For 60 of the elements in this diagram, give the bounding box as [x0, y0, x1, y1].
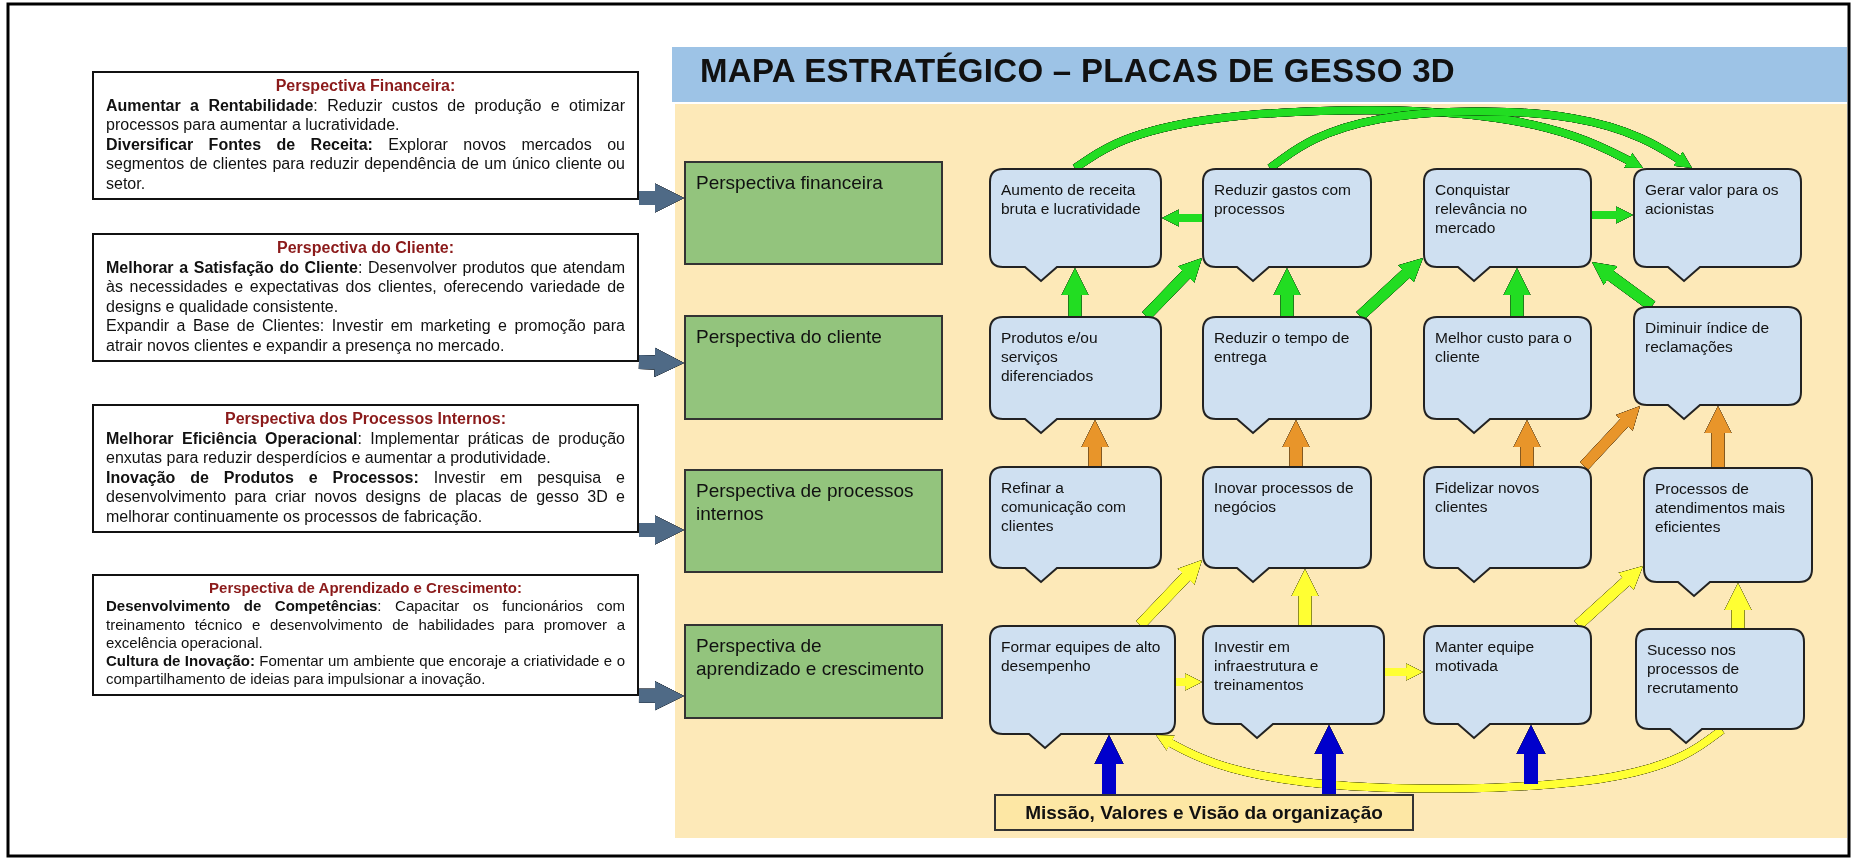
- perspective-box: Perspectiva do cliente: [684, 315, 943, 420]
- arrow: [1516, 725, 1546, 784]
- bubble-label: Manter equipe motivada: [1435, 637, 1536, 675]
- section-heading: Perspectiva Financeira:: [274, 76, 457, 96]
- arrow: [638, 681, 685, 711]
- speech-bubble: [989, 625, 1176, 749]
- arrow: [639, 183, 684, 213]
- arrow: [1162, 209, 1202, 227]
- perspective-box: Perspectiva de processos internos: [684, 469, 943, 573]
- bubble-label: Melhor custo para o cliente: [1435, 328, 1573, 366]
- paragraph: Inovação de Produtos e Processos: Investir em pesquisa e desenvolvimento para criar novos designs de placas de gesso 3D e melhorar continuamente os processos de fabricação.: [106, 467, 625, 527]
- bubble-label: Fidelizar novos clientes: [1435, 478, 1541, 516]
- text-panel: [92, 71, 639, 201]
- arrow: [1282, 420, 1310, 466]
- text-panel: [92, 574, 639, 696]
- text-panel: [92, 233, 639, 363]
- paragraph: Melhorar Eficiência Operacional: Implementar práticas de produção enxutas para reduzir desperdícios e aumentar a produtividade.: [106, 428, 625, 468]
- paragraph: Aumentar a Rentabilidade: Reduzir custos de produção e otimizar processos para aumentar a lucratividade.: [106, 95, 625, 135]
- paragraph: Desenvolvimento de Competências: Capacitar os funcionários com treinamento técnico e desenvolvimento de habilidades para promover a excelência operacional.: [106, 597, 625, 653]
- arrow: [1385, 663, 1423, 681]
- bubble-label: Aumento de receita bruta e lucratividade: [1001, 180, 1142, 218]
- bubble-label: Refinar a comunicação com clientes: [1001, 478, 1127, 535]
- section-heading: Perspectiva de Aprendizado e Crescimento:: [208, 579, 523, 598]
- bubble-label: Reduzir gastos com processos: [1214, 180, 1352, 218]
- arrow: [1724, 583, 1752, 628]
- bubble-label: Formar equipes de alto desempenho: [1001, 637, 1162, 675]
- arrow: [1081, 420, 1109, 466]
- paragraph: Expandir a Base de Clientes: Investir em marketing e promoção para atrair novos clientes e expandir a presença no mercado.: [106, 316, 625, 356]
- arrow: [638, 347, 685, 378]
- section-heading: Perspectiva do Cliente:: [276, 238, 455, 258]
- arrow: [1291, 569, 1319, 625]
- perspective-box: Perspectiva financeira: [684, 161, 943, 265]
- arrow: [1314, 725, 1344, 794]
- arrow: [1094, 735, 1124, 794]
- perspective-box: Perspectiva de aprendizado e crescimento: [684, 624, 943, 719]
- arrow: [1176, 673, 1202, 691]
- arrow: [1513, 420, 1541, 466]
- arrow: [639, 515, 684, 545]
- foundation-bar: Missão, Valores e Visão da organização: [994, 794, 1414, 831]
- paragraph: Diversificar Fontes de Receita: Explorar novos mercados ou segmentos de clientes para reduzir dependência de um único cliente ou setor.: [106, 134, 625, 194]
- arrow: [1061, 268, 1089, 316]
- bubble-label: Conquistar relevância no mercado: [1435, 180, 1529, 237]
- arrow: [1273, 268, 1301, 316]
- bubble-label: Diminuir índice de reclamações: [1645, 318, 1771, 356]
- paragraph: Melhorar a Satisfação do Cliente: Desenvolver produtos que atendam às necessidades e expectativas dos clientes, oferecendo variedade de designs e qualidade consistente.: [106, 257, 625, 317]
- arrow: [1704, 406, 1732, 467]
- arrow: [1503, 268, 1531, 316]
- bubble-label: Investir em infraestrutura e treinamentos: [1214, 637, 1320, 694]
- bubble-label: Produtos e/ou serviços diferenciados: [1001, 328, 1099, 385]
- speech-bubble: [1643, 467, 1813, 597]
- text-panel: [92, 404, 639, 534]
- bubble-label: Processos de atendimentos mais eficientes: [1655, 479, 1787, 536]
- section-heading: Perspectiva dos Processos Internos:: [224, 409, 507, 429]
- paragraph: Cultura de Inovação: Fomentar um ambiente que encoraje a criatividade e o compartilhamento de ideias para impulsionar a inovação.: [106, 652, 625, 689]
- bubble-label: Inovar processos de negócios: [1214, 478, 1355, 516]
- diagram-title: MAPA ESTRATÉGICO – PLACAS DE GESSO 3D: [700, 52, 1455, 90]
- bubble-label: Gerar valor para os acionistas: [1645, 180, 1780, 218]
- bubble-label: Reduzir o tempo de entrega: [1214, 328, 1351, 366]
- bubble-label: Sucesso nos processos de recrutamento: [1647, 640, 1741, 697]
- arrow: [1592, 206, 1633, 224]
